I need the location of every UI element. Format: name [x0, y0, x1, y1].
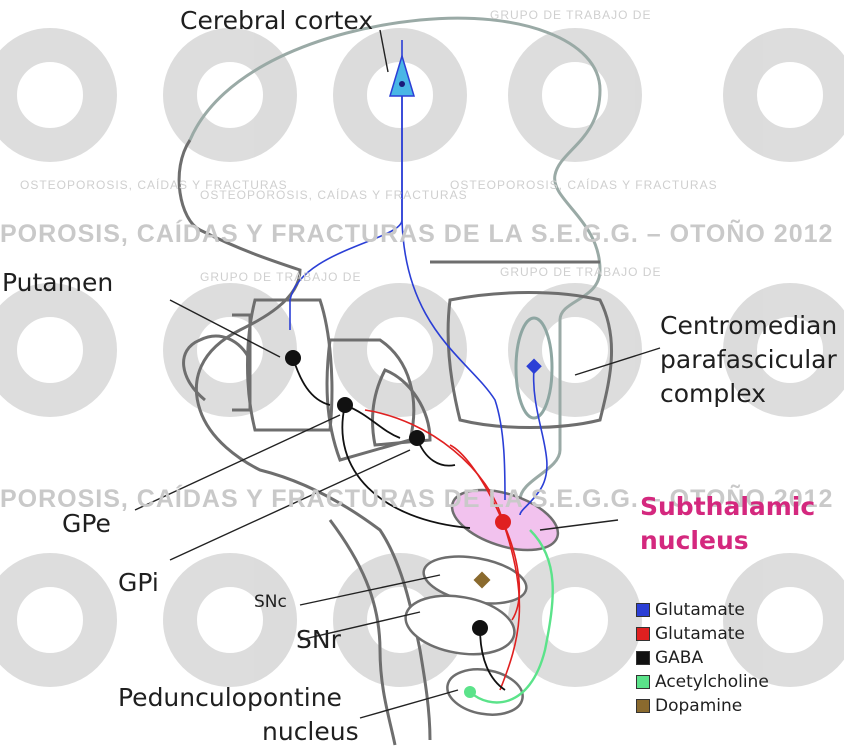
legend-label: GABA — [655, 648, 703, 668]
watermark-badge-text-3: OSTEOPOROSIS, CAÍDAS Y FRACTURAS — [450, 178, 718, 192]
ppn-neuron — [464, 686, 476, 698]
legend-swatch-icon — [636, 651, 650, 665]
label-subthalamic-1: Subthalamic — [640, 492, 815, 521]
gpi-neuron — [409, 430, 425, 446]
watermark-badge-text-6: GRUPO DE TRABAJO DE — [500, 265, 661, 279]
cortex-neuron-nucleus — [399, 81, 405, 87]
label-centromedian-1: Centromedian — [660, 311, 837, 340]
legend-label: Dopamine — [655, 696, 742, 716]
legend-item-gaba: GABA — [636, 646, 844, 670]
legend-swatch-icon — [636, 627, 650, 641]
legend-label: Acetylcholine — [655, 672, 769, 692]
label-pedunculopontine-1: Pedunculopontine — [118, 683, 342, 712]
legend: Glutamate Glutamate GABA Acetylcholine D… — [636, 598, 844, 718]
legend-item-glutamate-red: Glutamate — [636, 622, 844, 646]
legend-swatch-icon — [636, 699, 650, 713]
label-gpi: GPi — [118, 568, 159, 597]
putamen-neuron — [285, 350, 301, 366]
legend-item-acetylcholine: Acetylcholine — [636, 670, 844, 694]
watermark-banner-top: POROSIS, CAÍDAS Y FRACTURAS DE LA S.E.G.… — [0, 220, 833, 249]
watermark-badge-text-2: OSTEOPOROSIS, CAÍDAS Y FRACTURAS — [200, 188, 468, 202]
label-centromedian-3: complex — [660, 379, 766, 408]
legend-label: Glutamate — [655, 624, 745, 644]
legend-item-glutamate-blue: Glutamate — [636, 598, 844, 622]
ppn-shape — [444, 664, 526, 721]
label-pedunculopontine-2: nucleus — [262, 717, 359, 746]
legend-label: Glutamate — [655, 600, 745, 620]
legend-swatch-icon — [636, 675, 650, 689]
watermark-badge-text-5: GRUPO DE TRABAJO DE — [200, 270, 361, 284]
label-snc: SNc — [254, 592, 287, 612]
label-subthalamic-2: nucleus — [640, 526, 749, 555]
stn-neuron — [495, 514, 511, 530]
watermark-badge-text-4: GRUPO DE TRABAJO DE — [490, 8, 651, 22]
gpe-neuron — [337, 397, 353, 413]
snr-neuron — [472, 620, 488, 636]
label-cerebral-cortex: Cerebral cortex — [180, 6, 373, 35]
label-gpe: GPe — [62, 509, 111, 538]
legend-swatch-icon — [636, 603, 650, 617]
label-centromedian-2: parafascicular — [660, 345, 837, 374]
legend-item-dopamine: Dopamine — [636, 694, 844, 718]
label-snr: SNr — [296, 625, 341, 654]
label-putamen: Putamen — [2, 268, 113, 297]
